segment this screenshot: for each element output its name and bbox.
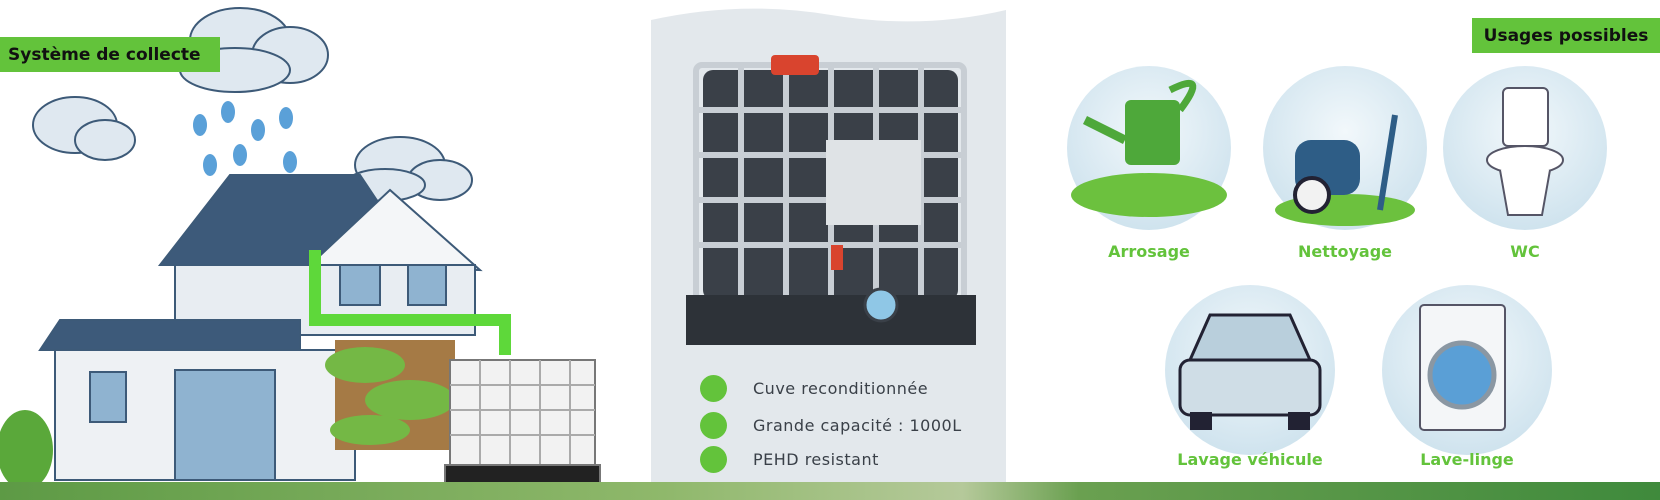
feature-item: Grande capacité : 1000L [700,412,962,439]
feature-item: PEHD resistant [700,446,879,473]
bush-icon [0,410,53,490]
feature-text: Grande capacité : 1000L [753,416,962,435]
feature-text: Cuve reconditionnée [753,379,929,398]
rainwater-collection-illustration [0,7,601,490]
feature-item: Cuve reconditionnée [700,375,928,402]
gutter-pipe [309,250,511,355]
feature-text: PEHD resistant [753,450,879,469]
green-wall [325,340,455,450]
bullet-dot-icon [700,412,727,439]
usage-label-lave-linge: Lave-linge [1420,450,1514,469]
grass-ground-strip [0,482,1660,500]
watering-can-icon [1067,66,1231,230]
ibc-tank-small [444,359,601,484]
ibc-tank-icon [686,55,976,345]
bullet-dot-icon [700,446,727,473]
tank-panel [651,8,1006,500]
pressure-washer-icon [1263,66,1427,230]
usage-label-arrosage: Arrosage [1108,242,1190,261]
usage-label-lavage-vehicule: Lavage véhicule [1177,450,1323,469]
car-icon [1165,285,1335,455]
house-icon [38,174,483,481]
toilet-icon [1443,66,1607,230]
usage-label-wc: WC [1510,242,1540,261]
usages-icons [1067,66,1607,455]
section-label-collection: Système de collecte [0,37,220,72]
usage-label-nettoyage: Nettoyage [1297,242,1393,261]
washing-machine-icon [1382,285,1552,455]
bullet-dot-icon [700,375,727,402]
section-label-usages: Usages possibles [1472,18,1660,53]
